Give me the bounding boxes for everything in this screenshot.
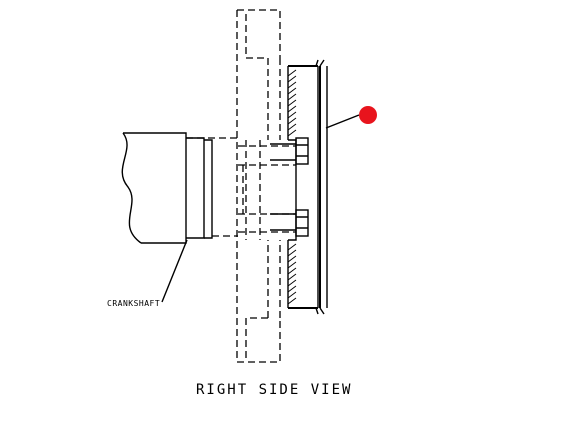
crankshaft-body [121,132,238,244]
hatch-line [287,243,297,251]
hatch-line [287,279,297,287]
hatch-line [287,285,297,293]
marker-leader-line [325,114,360,129]
hatch-line [287,267,297,275]
hatch-line [287,261,297,269]
hatch-line [287,105,297,113]
hatch-line [287,297,297,305]
hatch-line [287,81,297,89]
bolt-lower [270,209,309,237]
view-title: RIGHT SIDE VIEW [196,382,352,398]
crankshaft-leader-line [161,239,188,303]
crankshaft-label: CRANKSHAFT [107,299,160,308]
hatch-line [287,99,297,107]
hub-bolts [238,140,296,240]
hatch-line [287,117,297,125]
hatch-line [287,273,297,281]
hatch-line [287,291,297,299]
red-marker-dot [359,106,377,124]
hatch-line [287,93,297,101]
hatch-line [287,75,297,83]
hatch-line [287,249,297,257]
hatch-line [287,69,297,77]
hatch-line [287,129,297,137]
pulley-hatching [287,69,297,305]
hatch-line [287,255,297,263]
pulley [287,59,328,315]
hatch-line [287,111,297,119]
hatch-line [287,87,297,95]
hatch-line [287,123,297,131]
bolt-upper [270,137,309,165]
damper-disc [236,9,281,363]
